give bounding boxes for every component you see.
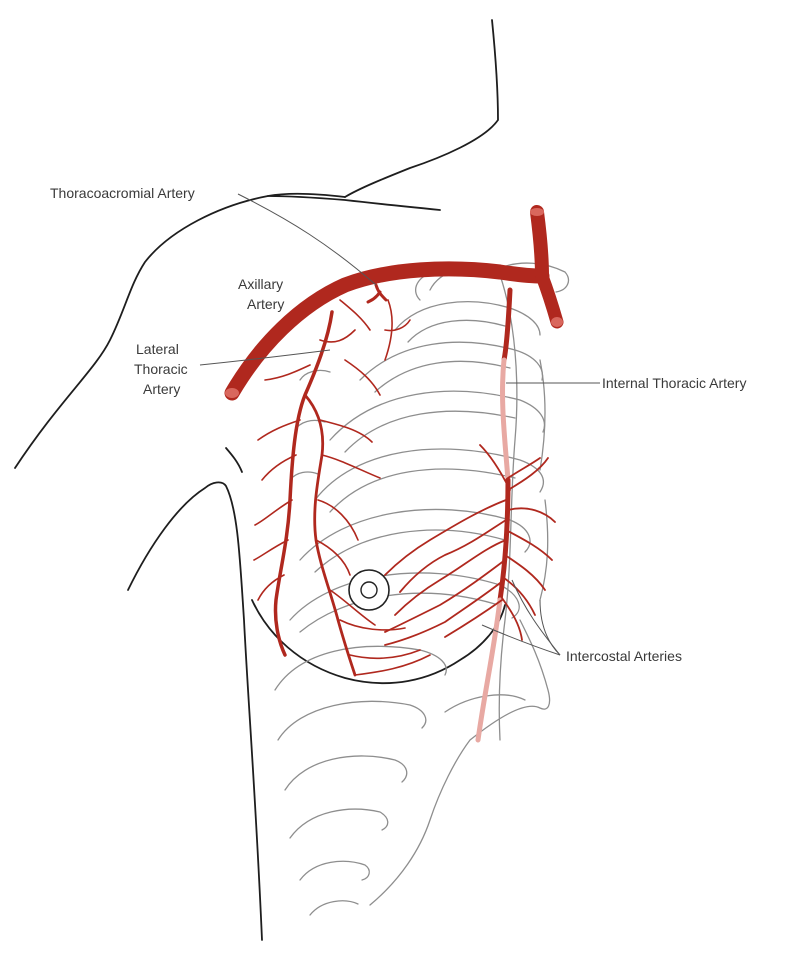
costal-margin: [369, 619, 551, 906]
subclavian-cut-end-branch: [551, 317, 563, 327]
rib-5: [314, 448, 544, 501]
subclavian-cut-end-top: [530, 208, 544, 216]
thoracoacromial-artery: [366, 283, 388, 304]
rib-11: [289, 808, 389, 839]
subclavian-artery-branch: [535, 269, 564, 329]
internal-thoracic-artery-hidden-lower: [475, 597, 503, 743]
rib-4-inner: [344, 410, 516, 453]
lateral-thoracic-artery: [273, 310, 334, 657]
rib-6-inner: [314, 529, 506, 573]
shoulder-outline: [14, 195, 269, 469]
labels: Thoracoacromial Artery Axillary Artery L…: [50, 185, 746, 664]
rib-2-inner: [407, 319, 506, 343]
axillary-artery: [224, 261, 550, 401]
rib-12: [299, 860, 370, 881]
leader-intercostal-3: [539, 599, 561, 656]
rib-5-inner: [329, 468, 516, 513]
clavicle-outline: [267, 192, 441, 211]
label-axillary-artery-line1: Axillary: [238, 276, 283, 292]
rib-9: [277, 700, 427, 741]
intercostal-arteries: [384, 444, 556, 646]
rib-7: [289, 572, 520, 621]
rib-13: [309, 900, 359, 916]
rib-3: [359, 341, 544, 381]
label-lateral-thoracic-line2: Thoracic: [134, 361, 188, 377]
rib-2: [394, 301, 541, 336]
nipple: [360, 581, 378, 599]
leader-lines: [199, 193, 600, 656]
internal-thoracic-artery-hidden: [500, 357, 511, 483]
internal-thoracic-artery: [501, 287, 513, 363]
arteries: [224, 205, 564, 743]
rib-8: [274, 645, 447, 691]
right-rib-contour: [539, 359, 549, 601]
rib-cage: [274, 262, 570, 916]
neck-outline: [344, 19, 499, 198]
label-thoracoacromial-artery: Thoracoacromial Artery: [50, 185, 195, 201]
label-internal-thoracic-artery: Internal Thoracic Artery: [602, 375, 746, 391]
leader-thoracoacromial: [237, 193, 377, 286]
nipple-areola: [348, 569, 390, 611]
label-intercostal-arteries: Intercostal Arteries: [566, 648, 682, 664]
label-lateral-thoracic-line1: Lateral: [136, 341, 179, 357]
axilla-curve: [225, 447, 243, 473]
body-outline: [14, 19, 506, 941]
rib-6: [299, 508, 531, 561]
label-axillary-artery-line2: Artery: [247, 296, 284, 312]
leader-lateral-thoracic: [199, 349, 331, 366]
axillary-cut-end: [225, 388, 239, 398]
subclavian-artery-upper: [530, 205, 549, 283]
rib-10: [284, 755, 408, 791]
arm-inner-outline: [127, 481, 263, 941]
rib-3-inner: [374, 360, 511, 393]
breast-contour: [251, 599, 506, 685]
rib-4: [329, 390, 545, 441]
label-lateral-thoracic-line3: Artery: [143, 381, 180, 397]
leader-intercostal-2: [481, 624, 561, 656]
lateral-thoracic-fine-branches: [253, 299, 431, 676]
